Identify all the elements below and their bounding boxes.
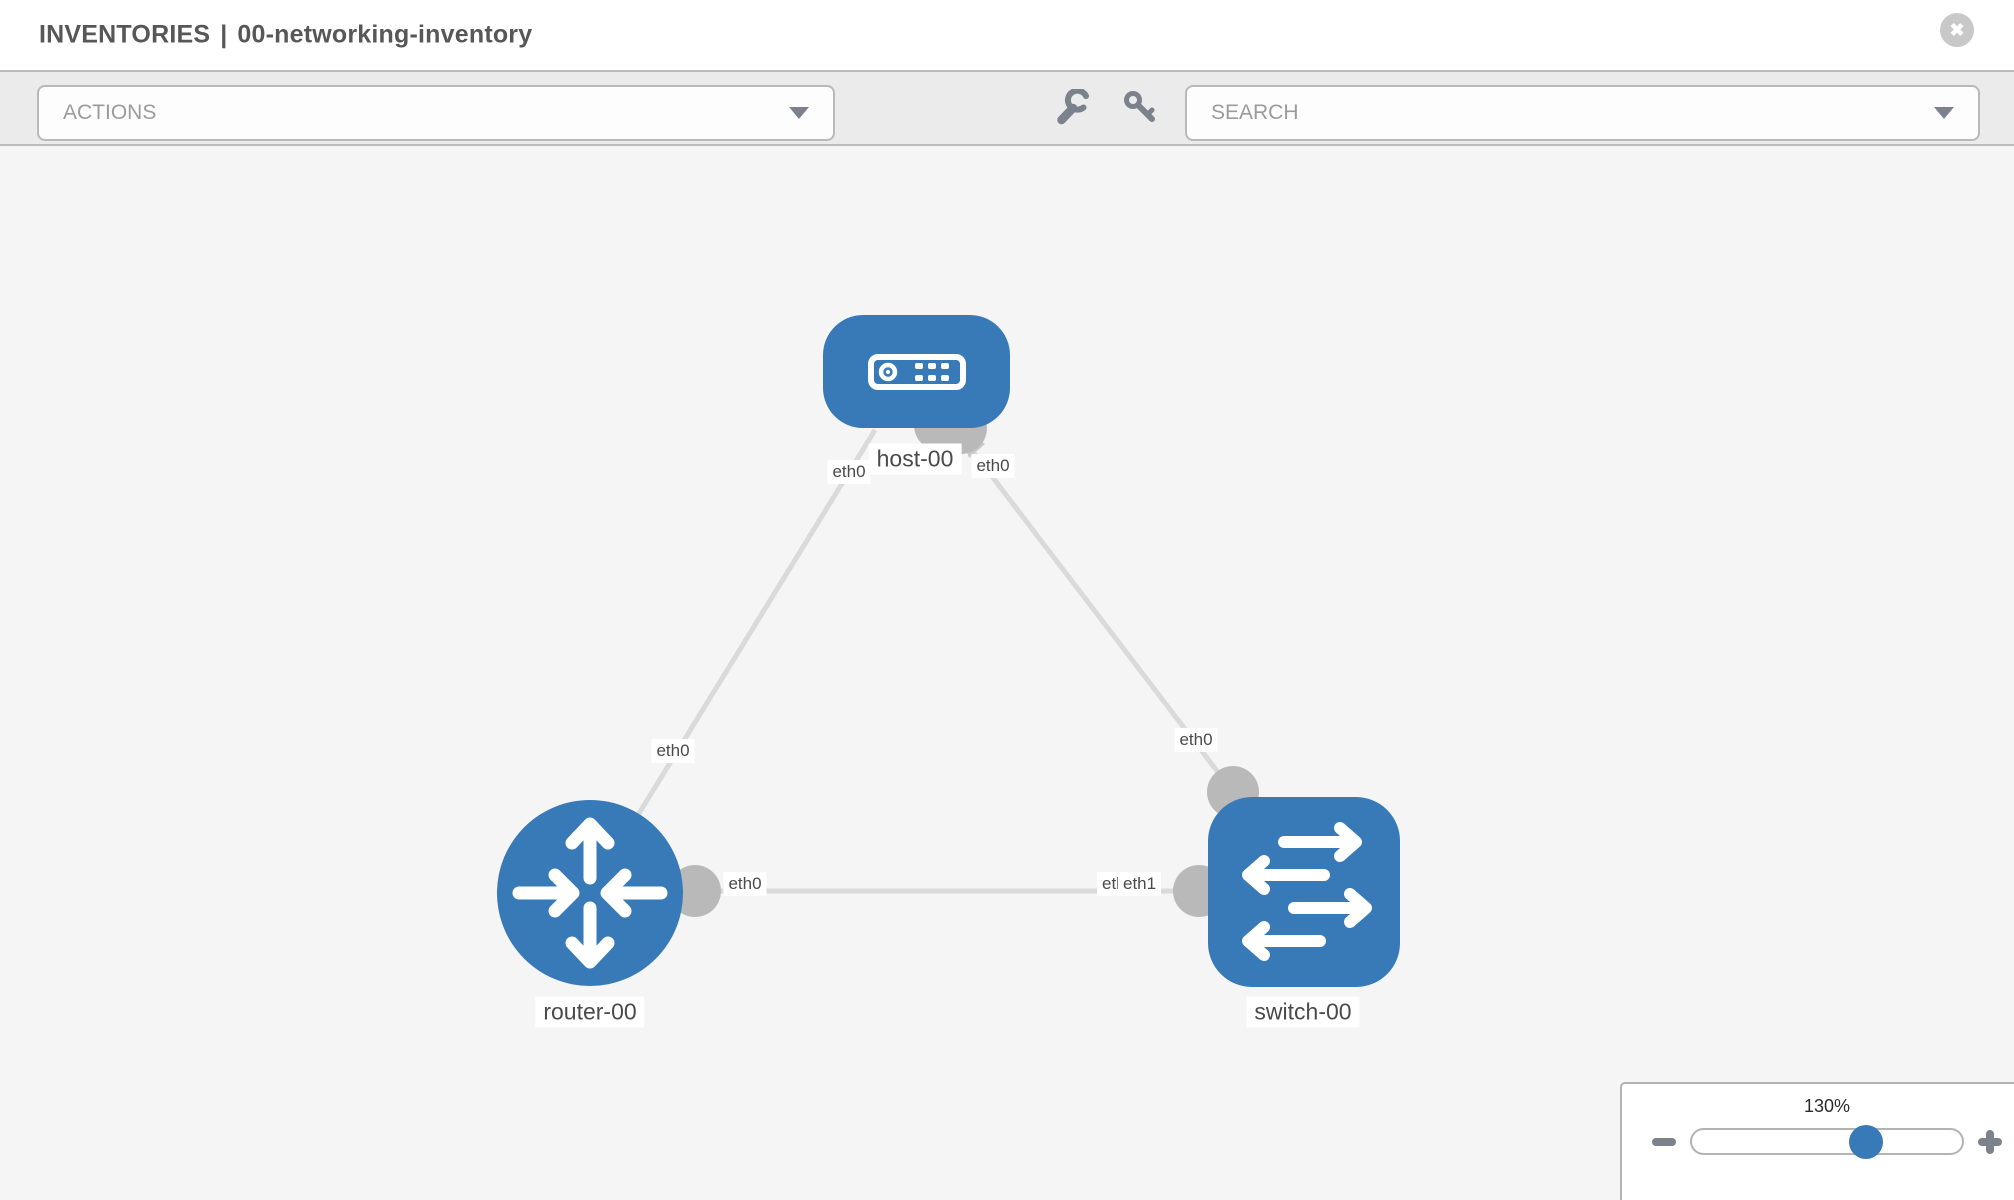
interface-label-switch-to-host: eth0 (1174, 727, 1218, 753)
chevron-down-icon (1934, 107, 1954, 119)
title-separator: | (220, 20, 228, 49)
node-label-switch: switch-00 (1246, 996, 1360, 1028)
close-button[interactable]: ✖ (1940, 13, 1974, 47)
page-title: INVENTORIES | 00-networking-inventory (39, 21, 532, 50)
interface-label-router-to-host: eth0 (651, 738, 695, 764)
node-label-host: host-00 (868, 443, 962, 475)
key-icon (1124, 91, 1155, 122)
actions-dropdown[interactable]: ACTIONS (37, 85, 835, 141)
search-dropdown-label: SEARCH (1211, 101, 1299, 124)
title-inventory-name: 00-networking-inventory (237, 20, 533, 49)
zoom-slider[interactable] (1690, 1125, 1964, 1159)
key-button[interactable] (1122, 89, 1160, 127)
zoom-panel: 130% (1620, 1082, 2014, 1200)
node-label-router: router-00 (535, 996, 645, 1028)
topology-links-layer (587, 399, 1304, 917)
actions-dropdown-label: ACTIONS (63, 101, 157, 124)
title-section: INVENTORIES (39, 20, 211, 49)
node-switch-00[interactable] (1208, 797, 1400, 987)
host-icon (867, 353, 966, 390)
topology-canvas[interactable]: host-00 router-00 switch-00 eth0 eth0 et… (0, 146, 2014, 1200)
switch-icon (1242, 822, 1372, 961)
header: INVENTORIES | 00-networking-inventory ✖ (0, 0, 2014, 72)
close-icon: ✖ (1949, 19, 1965, 40)
interface-label-switch-to-router: eth1 (1118, 872, 1162, 897)
interface-label-host-to-switch: eth0 (971, 453, 1015, 479)
wrench-icon (1057, 89, 1089, 125)
zoom-out-icon[interactable] (1652, 1137, 1676, 1146)
zoom-slider-thumb[interactable] (1849, 1125, 1883, 1159)
chevron-down-icon (789, 107, 809, 119)
interface-label-router-to-switch: eth0 (723, 871, 767, 897)
wrench-button[interactable] (1053, 89, 1091, 127)
router-icon (512, 817, 668, 969)
node-router-00[interactable] (497, 800, 683, 986)
interface-label-host-to-router: eth0 (827, 459, 871, 485)
zoom-in-icon[interactable] (1978, 1129, 2002, 1154)
toolbar: ACTIONS SEARCH (0, 72, 2014, 146)
node-host-00[interactable] (823, 315, 1010, 428)
zoom-controls (1622, 1125, 2014, 1159)
search-dropdown[interactable]: SEARCH (1185, 85, 1980, 141)
zoom-level-value: 130% (1803, 1096, 1851, 1116)
